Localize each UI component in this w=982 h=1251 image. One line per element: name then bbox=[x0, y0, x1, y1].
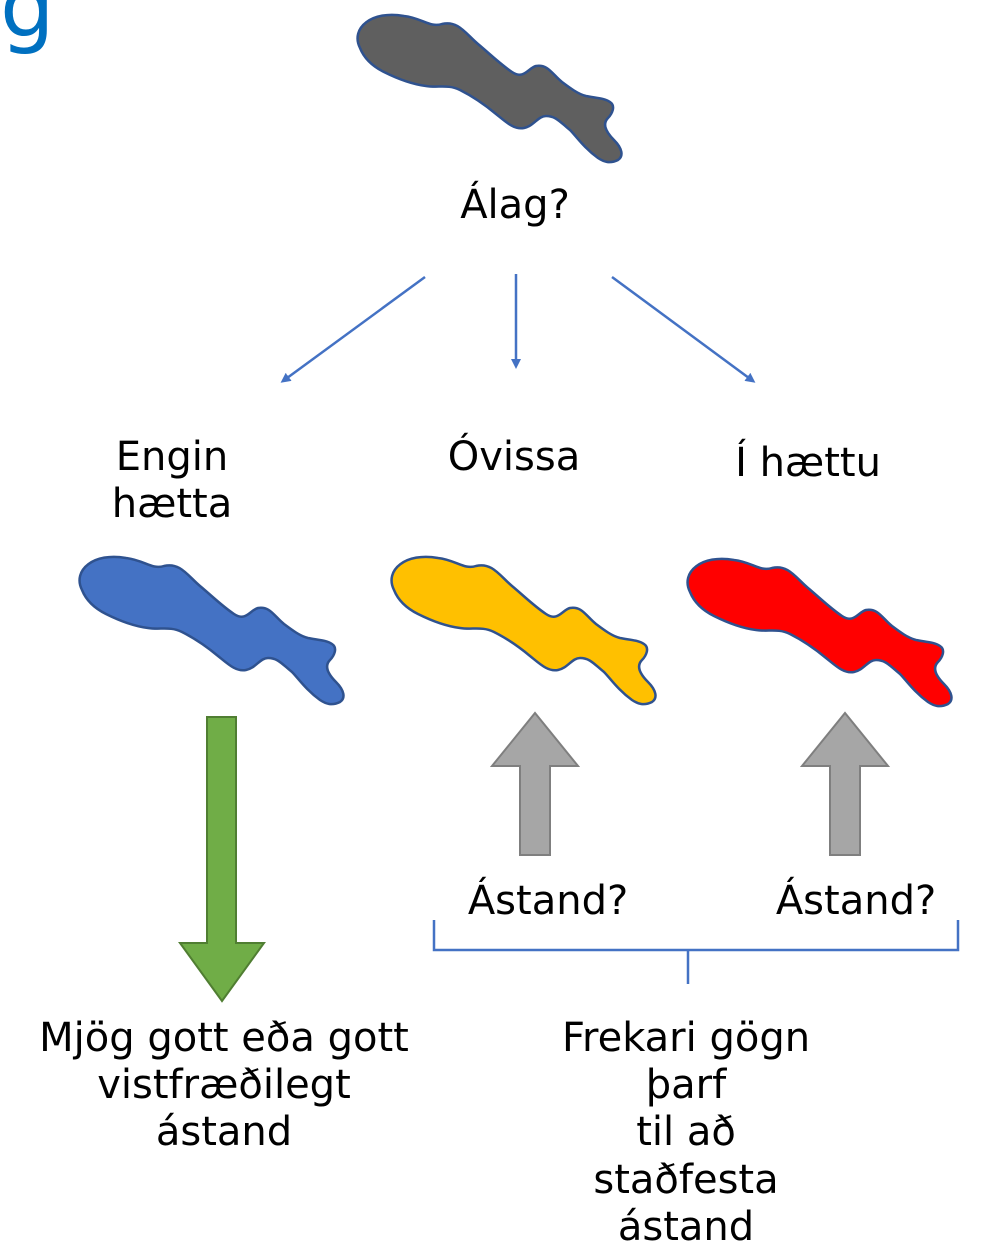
outcome-good-status: Mjög gott eða gott vistfræðilegt ástand bbox=[39, 1015, 409, 1156]
bracket-line bbox=[432, 920, 960, 952]
lake-no-risk-shape bbox=[78, 555, 345, 706]
up-arrow-at-risk bbox=[799, 711, 891, 856]
diagram: g Álag? Engin hætta Óvissa Í hættu Ástan… bbox=[0, 0, 960, 1250]
state-question-label-uncertain: Ástand? bbox=[467, 878, 629, 924]
connector-arrow-at-risk bbox=[611, 275, 756, 383]
branch-label-no-risk: Engin hætta bbox=[111, 434, 233, 528]
state-question-label-at-risk: Ástand? bbox=[775, 878, 937, 924]
lake-at-risk-shape bbox=[686, 557, 953, 708]
outcome-more-data-needed: Frekari gögn þarf til að staðfesta ástan… bbox=[561, 1015, 811, 1250]
branch-label-uncertain: Óvissa bbox=[447, 434, 581, 480]
up-arrow-uncertain bbox=[489, 711, 581, 856]
branch-label-at-risk: Í hættu bbox=[735, 440, 881, 486]
diagram-canvas bbox=[78, 13, 960, 1003]
lake-top-shape bbox=[356, 13, 623, 164]
page-heading-fragment: g bbox=[0, 0, 55, 57]
connector-arrow-no-risk bbox=[280, 275, 426, 383]
pressure-question-label: Álag? bbox=[460, 182, 570, 228]
down-arrow-good-status bbox=[178, 716, 266, 1003]
lake-uncertain-shape bbox=[390, 555, 657, 706]
